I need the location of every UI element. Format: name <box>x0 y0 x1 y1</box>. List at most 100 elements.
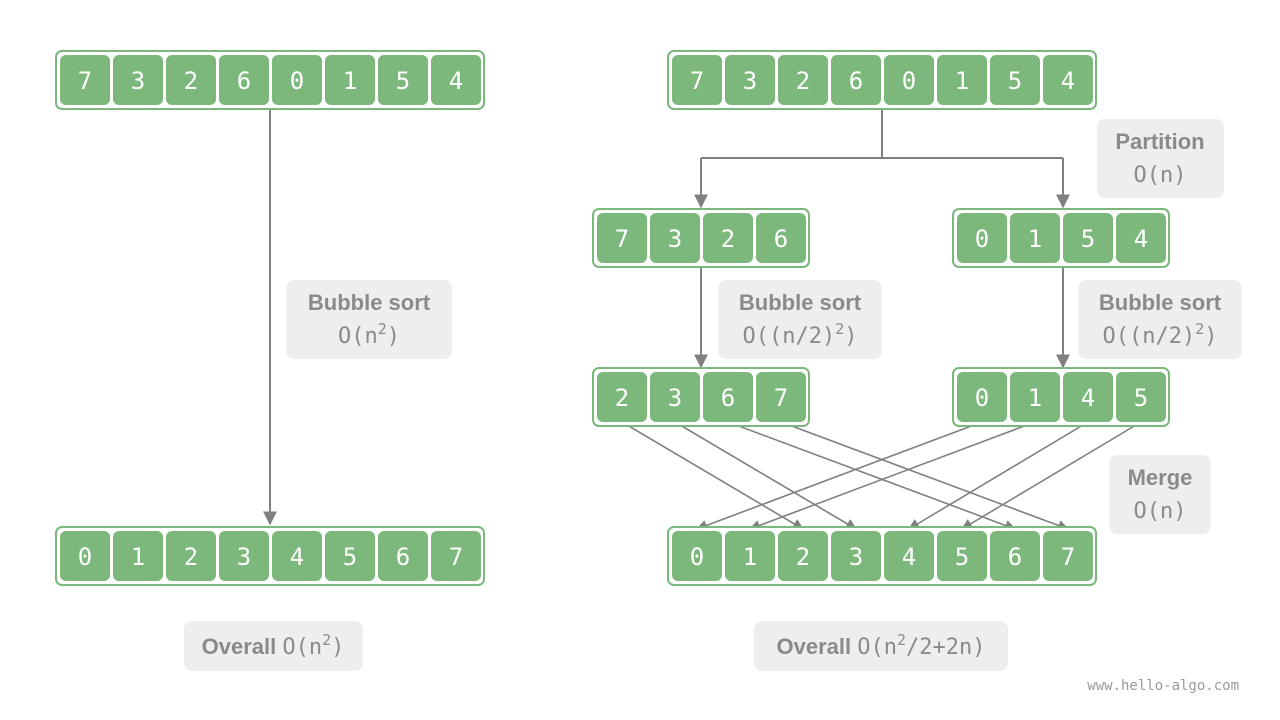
array-cell <box>597 372 647 422</box>
array-cell-value: 1 <box>131 543 145 571</box>
array-cell <box>884 55 934 105</box>
array-cell-value: 4 <box>449 67 463 95</box>
array-cell-value: 2 <box>615 384 629 412</box>
right-bubble-sort-left-complexity: O((n/2)2) <box>743 320 858 349</box>
array-cell-value: 0 <box>902 67 916 95</box>
array-cell <box>1116 372 1166 422</box>
merge-arrow <box>780 421 1070 531</box>
array-cell <box>756 372 806 422</box>
array-cell <box>166 55 216 105</box>
array-cell <box>325 531 375 581</box>
array-cell-value: 7 <box>774 384 788 412</box>
array-cell-value: 3 <box>668 225 682 253</box>
array-cell <box>272 55 322 105</box>
array-cell-value: 6 <box>774 225 788 253</box>
left-bubble-sort-complexity: O(n2) <box>338 320 400 349</box>
array-cell <box>431 531 481 581</box>
array-cell <box>1116 213 1166 263</box>
merge-arrow <box>621 421 804 530</box>
array-cell-value: 4 <box>1061 67 1075 95</box>
array-cell <box>60 55 110 105</box>
array-cell-value: 0 <box>975 384 989 412</box>
array-cell-value: 1 <box>955 67 969 95</box>
merge-arrow <box>695 421 983 531</box>
right-bubble-sort-label-right: Bubble sort O((n/2)2) <box>1078 280 1242 359</box>
array-cell <box>650 372 700 422</box>
array-cell <box>113 55 163 105</box>
merge-arrow <box>908 421 1089 530</box>
array-cell <box>378 531 428 581</box>
array-cell-value: 2 <box>796 543 810 571</box>
array-cell <box>957 213 1007 263</box>
merge-complexity: O(n) <box>1134 499 1187 524</box>
array-cell <box>990 531 1040 581</box>
right-overall-label: Overall O(n2/2+2n) <box>754 621 1008 671</box>
array-cell <box>219 55 269 105</box>
array-cell-value: 1 <box>1028 384 1042 412</box>
array-cell-value: 5 <box>1081 225 1095 253</box>
array-cell <box>272 531 322 581</box>
array-cell <box>990 55 1040 105</box>
array-cell <box>756 213 806 263</box>
merge-arrow <box>674 421 857 530</box>
array-cell-value: 1 <box>743 543 757 571</box>
connector-lines <box>263 108 1070 526</box>
array-cell-value: 5 <box>396 67 410 95</box>
array-cell <box>60 531 110 581</box>
array-cell <box>325 55 375 105</box>
array-cell <box>831 531 881 581</box>
array-cell <box>778 531 828 581</box>
array-cell <box>378 55 428 105</box>
array-cell-value: 6 <box>849 67 863 95</box>
merge-title: Merge <box>1128 465 1193 490</box>
array-cell-value: 4 <box>1134 225 1148 253</box>
array-cell <box>1063 372 1113 422</box>
array-cell-value: 5 <box>955 543 969 571</box>
array-cell <box>937 531 987 581</box>
right-bubble-sort-right-complexity: O((n/2)2) <box>1103 320 1218 349</box>
array-cell-value: 2 <box>184 67 198 95</box>
array-cell <box>831 55 881 105</box>
right-overall-text: Overall O(n2/2+2n) <box>777 631 986 660</box>
array-cell-value: 0 <box>78 543 92 571</box>
left-bubble-sort-label: Bubble sort O(n2) <box>286 280 452 359</box>
array-cell-value: 0 <box>290 67 304 95</box>
partition-complexity: O(n) <box>1134 163 1187 188</box>
watermark: www.hello-algo.com <box>1087 678 1239 694</box>
array-cell-value: 2 <box>184 543 198 571</box>
array-cell-value: 0 <box>975 225 989 253</box>
array-cell-value: 6 <box>237 67 251 95</box>
array-cell-value: 7 <box>615 225 629 253</box>
array-cell-value: 4 <box>290 543 304 571</box>
array-cell <box>1043 531 1093 581</box>
array-cell-value: 3 <box>131 67 145 95</box>
array-cell-value: 2 <box>796 67 810 95</box>
array-cell <box>957 372 1007 422</box>
array-cell <box>1010 372 1060 422</box>
right-bubble-sort-right-title: Bubble sort <box>1099 290 1222 315</box>
array-cell-value: 3 <box>237 543 251 571</box>
merge-label: Merge O(n) <box>1109 455 1211 534</box>
array-cell <box>1043 55 1093 105</box>
array-cell <box>1010 213 1060 263</box>
right-bubble-sort-label-left: Bubble sort O((n/2)2) <box>718 280 882 359</box>
array-cell <box>703 372 753 422</box>
array-cell <box>937 55 987 105</box>
array-cell-value: 7 <box>78 67 92 95</box>
array-cell-value: 3 <box>668 384 682 412</box>
array-cell-value: 3 <box>743 67 757 95</box>
array-cell <box>219 531 269 581</box>
array-cell <box>672 531 722 581</box>
array-cell-value: 7 <box>1061 543 1075 571</box>
merge-arrow <box>727 421 1017 531</box>
partition-label: Partition O(n) <box>1097 119 1224 198</box>
array-cell-value: 5 <box>1008 67 1022 95</box>
left-bubble-sort-title: Bubble sort <box>308 290 431 315</box>
array-cell-value: 7 <box>449 543 463 571</box>
